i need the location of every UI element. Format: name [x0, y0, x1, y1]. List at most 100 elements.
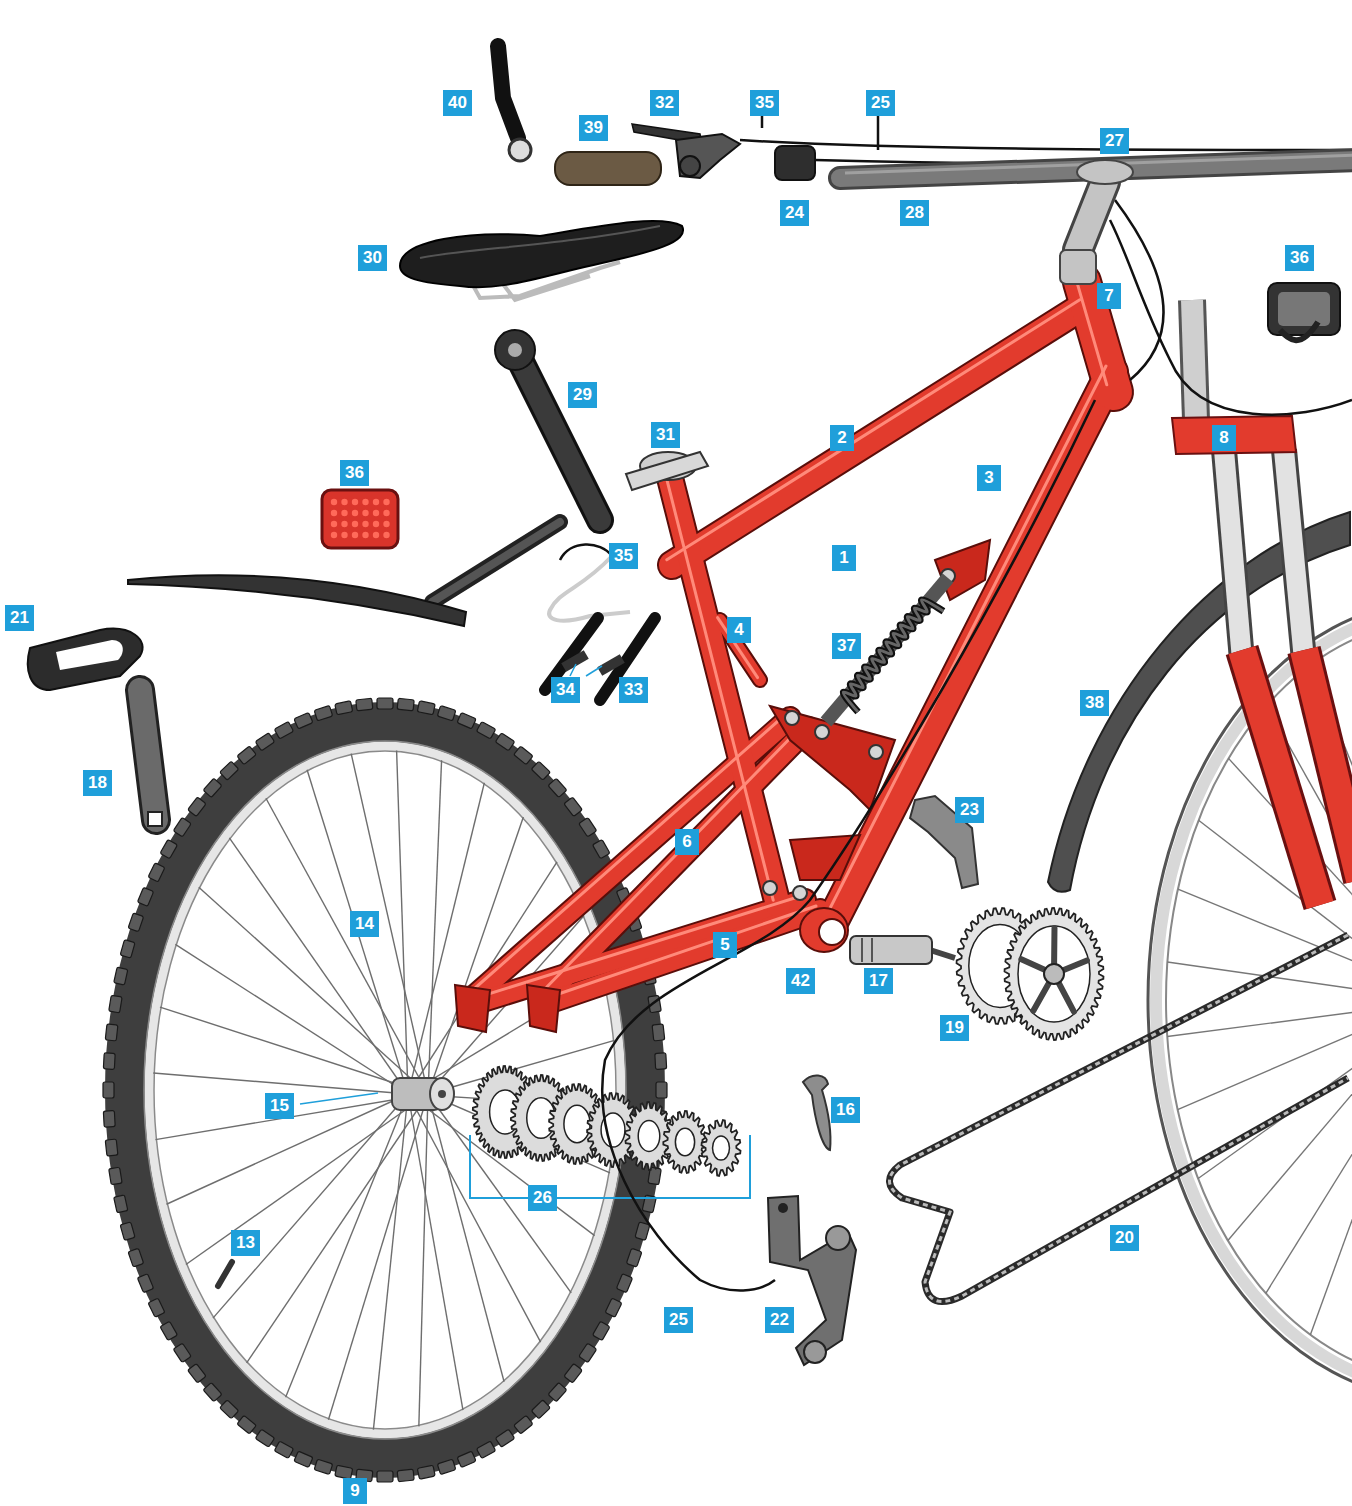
tire-tread	[237, 1415, 256, 1434]
suspension-fork	[1284, 450, 1304, 660]
seat-post	[515, 350, 600, 520]
tire-tread	[203, 778, 222, 797]
tire-tread	[548, 1382, 567, 1401]
bicycle-frame	[455, 985, 560, 1032]
spoke	[199, 887, 428, 1094]
chain	[889, 935, 1348, 1302]
tire-tread	[356, 698, 373, 711]
tire-tread	[592, 839, 609, 858]
tire-tread	[495, 1429, 514, 1447]
rear-hub	[300, 1093, 378, 1104]
cable	[761, 116, 764, 128]
callout-number: 7	[1097, 283, 1121, 309]
tire-tread	[397, 698, 414, 711]
tire-tread	[437, 1459, 456, 1474]
seat-post	[508, 343, 522, 357]
rear-fender	[432, 522, 560, 602]
tire-tread	[103, 1053, 115, 1070]
tire-tread	[103, 1111, 115, 1128]
spoke	[166, 1094, 408, 1204]
callout-number: 42	[786, 968, 815, 994]
tire-tread	[255, 733, 274, 751]
rear-reflector	[331, 499, 390, 538]
bicycle-frame	[663, 465, 773, 900]
tire-tread	[616, 1274, 632, 1293]
tire-tread	[120, 940, 135, 958]
rear-reflector	[373, 499, 379, 505]
rear-reflector	[322, 490, 398, 548]
callout-number: 1	[832, 545, 856, 571]
chainring	[1005, 908, 1104, 1040]
callout-number: 35	[609, 543, 638, 569]
cassette-sprocket	[638, 1121, 660, 1152]
chainring	[1005, 908, 1104, 1040]
tire-tread	[160, 839, 177, 858]
callout-number: 38	[1080, 690, 1109, 716]
spoke	[175, 944, 408, 1094]
callout-number: 15	[265, 1093, 294, 1119]
seat-post	[515, 350, 600, 520]
front-reflector	[1268, 283, 1340, 340]
tire-tread	[120, 1222, 135, 1240]
tire-tread	[495, 733, 514, 751]
cable	[560, 544, 612, 560]
bicycle-frame	[815, 725, 829, 739]
suspension-fork	[1284, 450, 1304, 660]
chain	[889, 935, 1348, 1302]
front-wheel	[1156, 610, 1352, 1390]
suspension-fork	[1224, 450, 1242, 660]
chain	[889, 935, 1348, 1302]
rear-reflector	[341, 532, 347, 538]
spoke	[408, 783, 484, 1094]
v-brake	[586, 666, 602, 676]
spoke	[1266, 1000, 1352, 1293]
bicycle-frame	[819, 919, 845, 945]
bicycle-frame	[822, 366, 1106, 924]
chainring	[957, 908, 1104, 1040]
callout-number: 35	[750, 90, 779, 116]
v-brake	[597, 654, 625, 676]
tire-tread	[294, 1451, 313, 1467]
tire-tread	[476, 1441, 495, 1458]
spoke	[1228, 1000, 1352, 1241]
rear-reflector	[373, 510, 379, 516]
tire-tread	[626, 1248, 642, 1267]
suspension-fork	[1192, 300, 1196, 420]
tire-tread	[160, 1321, 177, 1340]
brake-lever	[676, 134, 740, 178]
tire-tread	[531, 761, 550, 780]
spoke	[1167, 622, 1352, 1378]
tire-tread	[579, 817, 597, 836]
callout-number: 16	[831, 1097, 860, 1123]
rear-derailleur	[804, 1341, 826, 1363]
tire-tread	[377, 1471, 393, 1482]
tire-tread	[457, 1451, 476, 1467]
tire-tread	[173, 817, 191, 836]
rear-reflector	[352, 510, 358, 516]
bicycle-frame	[668, 470, 778, 905]
tire-tread	[237, 746, 256, 765]
rear-reflector	[331, 532, 337, 538]
crank-arm	[148, 812, 162, 826]
spoke	[153, 750, 616, 1429]
chainring	[1044, 964, 1064, 984]
rear-reflector	[373, 532, 379, 538]
tire-tread	[564, 1364, 582, 1383]
bicycle-frame	[828, 372, 1112, 930]
suspension-fork	[1304, 650, 1352, 880]
callout-number: 18	[83, 770, 112, 796]
bottom-bracket	[930, 950, 955, 958]
spoke	[229, 838, 408, 1094]
tire-tread	[476, 722, 495, 739]
bicycle-frame	[718, 618, 758, 678]
bicycle-frame	[542, 910, 820, 1005]
rear-fender	[128, 522, 560, 626]
handlebar	[1078, 182, 1105, 250]
suspension-fork	[1224, 450, 1242, 660]
callout-number: 20	[1110, 1225, 1139, 1251]
suspension-fork	[1192, 300, 1196, 420]
tire-tread	[635, 1222, 650, 1240]
rear-fender	[432, 522, 560, 602]
tire-tread	[148, 863, 165, 882]
cassette-sprocket	[564, 1105, 590, 1142]
